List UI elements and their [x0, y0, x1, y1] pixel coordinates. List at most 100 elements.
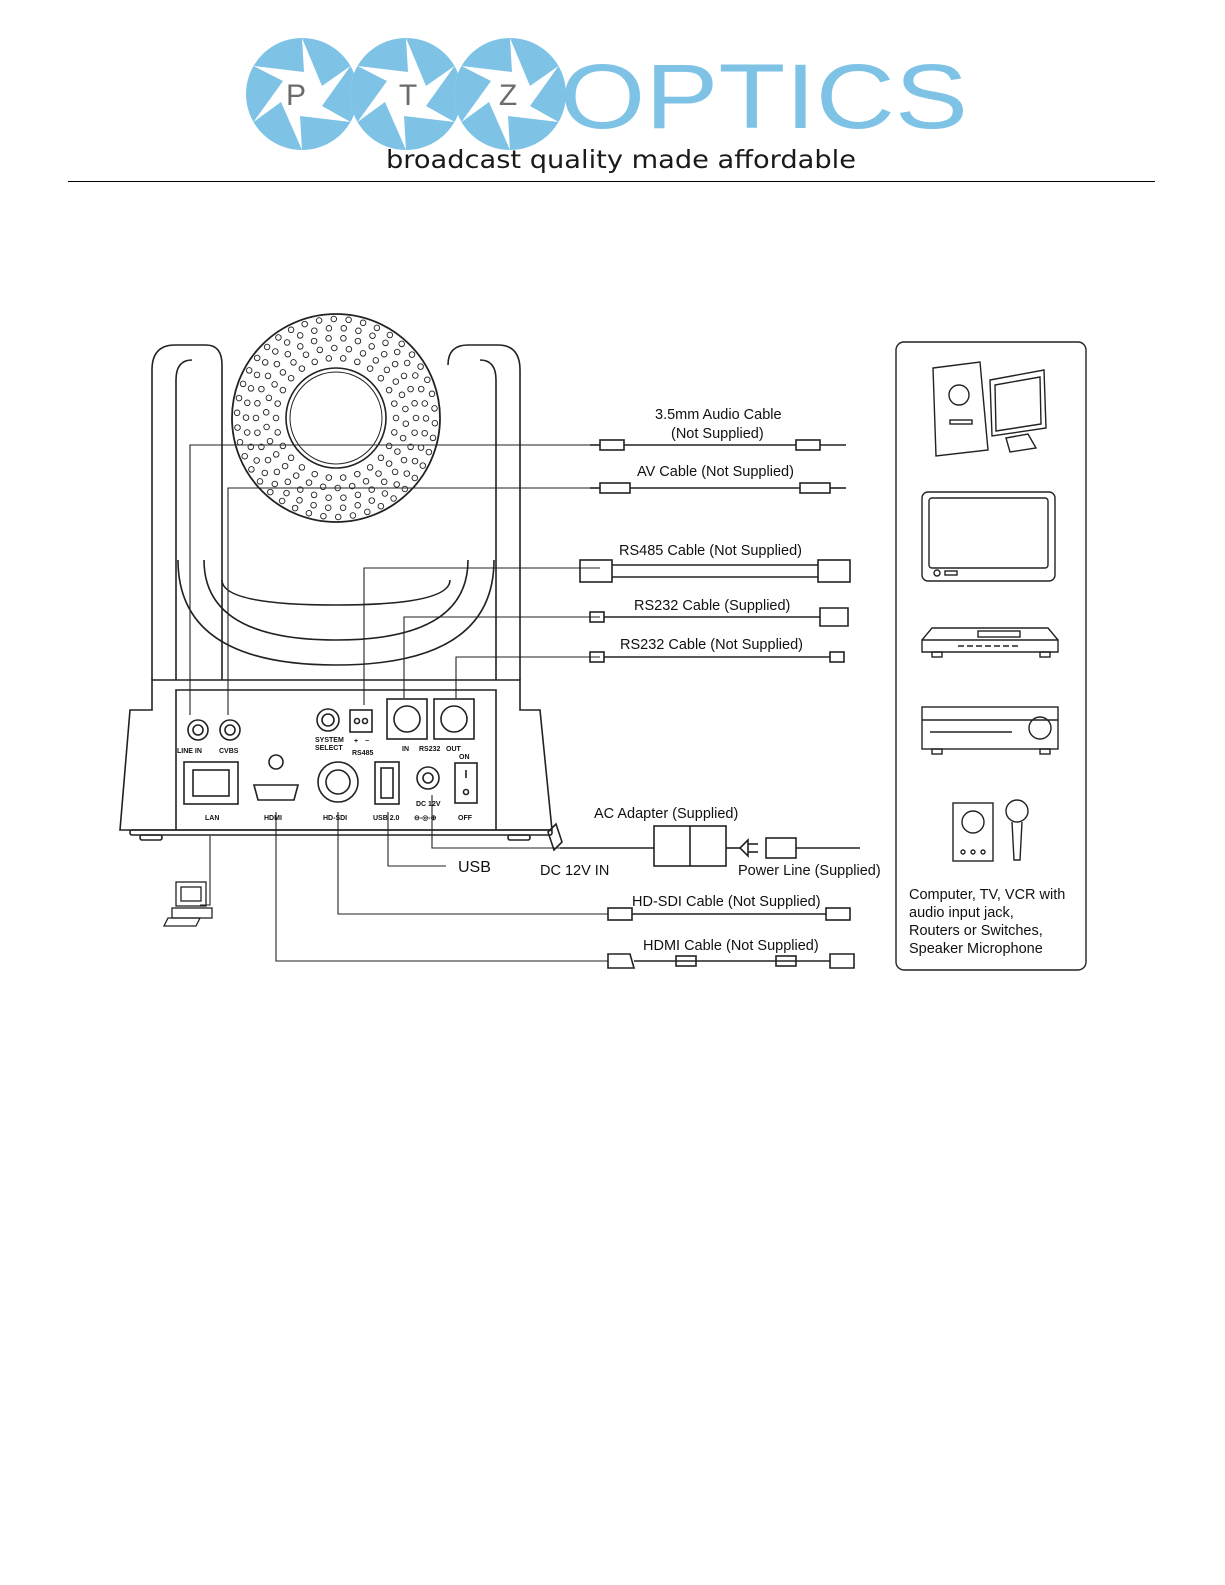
- grille-hole: [278, 497, 286, 505]
- grille-hole: [368, 497, 376, 504]
- label-rs232-supplied: RS232 Cable (Supplied): [634, 598, 790, 614]
- grille-hole: [253, 457, 260, 464]
- camera-base: [119, 679, 553, 841]
- grille-hole: [417, 444, 425, 451]
- grille-hole: [372, 357, 380, 364]
- grille-hole: [408, 351, 416, 358]
- grille-hole: [272, 348, 279, 355]
- grille-hole: [340, 325, 348, 332]
- grille-hole: [373, 324, 381, 332]
- label-line-in: LINE IN: [177, 748, 202, 755]
- grille-hole: [330, 315, 338, 323]
- device-caption: Computer, TV, VCR with audio input jack,…: [909, 887, 1065, 957]
- grille-hole: [254, 400, 261, 407]
- grille-hole: [287, 374, 295, 382]
- grille-hole: [402, 420, 410, 427]
- grille-hole: [271, 381, 278, 388]
- grille-hole: [431, 419, 439, 427]
- grille-hole: [403, 359, 411, 367]
- hd-sdi-port: [317, 761, 359, 803]
- label-hdmi-cable: HDMI Cable (Not Supplied): [643, 938, 819, 954]
- grille-hole: [296, 332, 304, 339]
- caption-line-1: Computer, TV, VCR with: [909, 887, 1065, 903]
- grille-hole: [411, 429, 418, 436]
- grille-hole: [340, 335, 347, 342]
- grille-hole: [305, 509, 313, 517]
- grille-hole: [380, 350, 388, 358]
- label-cvbs: CVBS: [219, 748, 239, 755]
- hdmi-port: [252, 754, 300, 801]
- grille-hole: [394, 448, 401, 455]
- grille-hole: [382, 339, 389, 347]
- speaker-grille: [233, 315, 439, 521]
- grille-hole: [256, 478, 264, 485]
- grille-hole: [274, 429, 281, 436]
- grille-hole: [385, 460, 393, 467]
- grille-hole: [403, 470, 411, 477]
- device-panel: [895, 341, 1087, 971]
- grille-hole: [354, 470, 361, 478]
- grille-hole: [233, 409, 241, 417]
- rs232-not-supplied-cable: [589, 651, 845, 663]
- ac-adapter: [547, 822, 860, 867]
- grille-hole: [258, 385, 265, 393]
- grille-hole: [386, 331, 394, 339]
- grille-hole: [345, 345, 353, 353]
- grille-hole: [349, 512, 357, 519]
- grille-hole: [325, 494, 332, 501]
- grille-hole: [411, 457, 419, 465]
- label-dc-polarity: ⊖-◎-⊕: [414, 815, 437, 822]
- grille-hole: [398, 391, 406, 399]
- label-hdsdi-cable: HD-SDI Cable (Not Supplied): [632, 894, 821, 910]
- grille-hole: [287, 454, 295, 462]
- grille-hole: [401, 485, 409, 493]
- label-rs485-cable: RS485 Cable (Not Supplied): [619, 543, 802, 559]
- grille-hole: [311, 358, 318, 366]
- grille-hole: [380, 478, 388, 486]
- grille-hole: [354, 491, 362, 499]
- label-power-line: Power Line (Supplied): [738, 863, 881, 879]
- grille-hole: [429, 434, 437, 442]
- grille-hole: [310, 337, 318, 345]
- hdsdi-cable: [607, 907, 851, 921]
- grille-hole: [264, 456, 272, 464]
- computer-icon: [162, 881, 213, 927]
- rs485-port: [349, 709, 373, 733]
- grille-hole: [385, 442, 393, 450]
- label-usb: USB: [458, 859, 491, 876]
- grille-hole: [248, 466, 255, 473]
- label-lan: LAN: [205, 815, 219, 822]
- usb-port: [374, 761, 400, 805]
- grille-hole: [253, 371, 261, 379]
- grille-hole: [311, 470, 318, 478]
- grille-hole: [283, 489, 290, 497]
- grille-hole: [279, 386, 287, 394]
- grille-hole: [359, 350, 367, 357]
- grille-hole: [381, 490, 389, 497]
- system-select-dial: [316, 708, 340, 732]
- grille-hole: [247, 385, 255, 392]
- grille-hole: [385, 386, 393, 394]
- grille-hole: [235, 394, 243, 402]
- label-system: SYSTEM: [315, 737, 344, 744]
- grille-hole: [391, 400, 398, 407]
- grille-hole: [424, 376, 431, 384]
- grille-hole: [325, 355, 333, 362]
- grille-hole: [412, 414, 420, 422]
- grille-hole: [411, 474, 419, 482]
- grille-hole: [324, 504, 332, 511]
- grille-hole: [316, 346, 324, 354]
- grille-hole: [302, 351, 310, 358]
- grille-hole: [254, 429, 261, 436]
- grille-hole: [279, 369, 287, 376]
- grille-hole: [364, 508, 371, 516]
- grille-hole: [368, 343, 375, 350]
- header-rule: [68, 181, 1155, 182]
- label-rs485: RS485: [352, 750, 374, 757]
- grille-hole: [242, 414, 250, 421]
- grille-hole: [345, 316, 352, 324]
- grille-hole: [263, 343, 271, 351]
- grille-hole: [421, 429, 428, 437]
- grille-hole: [310, 491, 318, 499]
- grille-hole: [287, 326, 295, 334]
